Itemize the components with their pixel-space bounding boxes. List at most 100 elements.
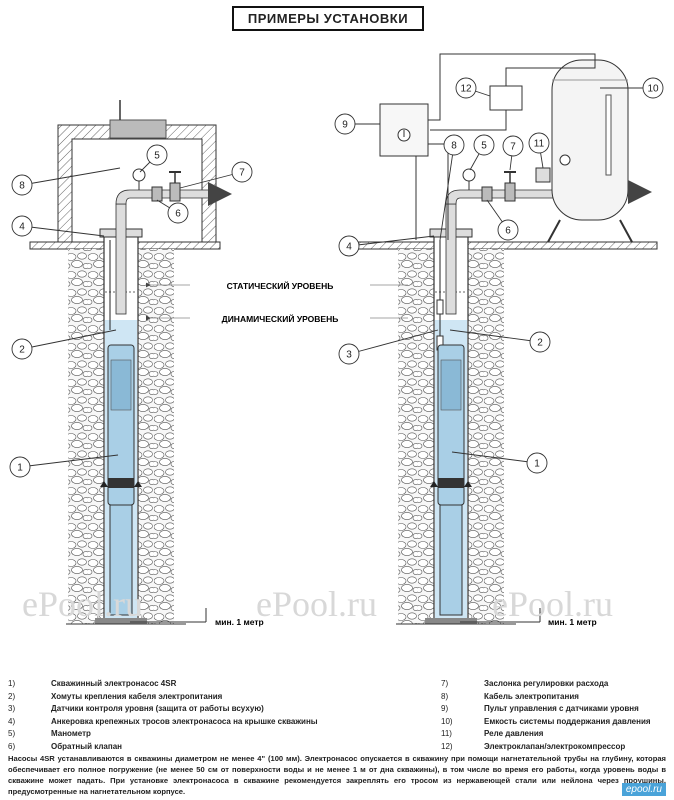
legend-number: 6) [8, 741, 16, 751]
legend-item: 11) Реле давления [441, 728, 651, 741]
callout-leader [21, 167, 121, 186]
legend-number: 10) [441, 716, 453, 726]
roof-hatch [109, 119, 167, 139]
legend-number: 12) [441, 741, 453, 751]
callout-number: 6 [505, 226, 511, 237]
callout-circle [642, 77, 664, 99]
legend-item: 2)Хомуты крепления кабеля электропитания [8, 691, 318, 704]
callout-circle [497, 219, 519, 241]
callout-circle [502, 135, 524, 157]
legend-text: Анкеровка крепежных тросов электронасоса… [51, 716, 318, 726]
callout-leader [449, 329, 541, 343]
legend-number: 8) [441, 691, 449, 701]
legend-text: Реле давления [484, 729, 544, 739]
installation-note: Насосы 4SR устанавливаются в скважины ди… [8, 754, 666, 796]
manometer-right [462, 168, 476, 182]
legend-text: Манометр [51, 729, 91, 739]
legend-item: 9)Пульт управления с датчиками уровня [441, 703, 651, 716]
manometer-left [132, 168, 146, 182]
gate-valve-left [169, 182, 181, 202]
left-installation [29, 100, 232, 625]
legend-text: Датчики контроля уровня (защита от работ… [51, 704, 264, 714]
legend-number: 7) [441, 679, 449, 688]
legend-text: Электроклапан/электрокомпрессор [484, 741, 626, 751]
legend-number: 2) [8, 691, 16, 701]
legend-text: Пульт управления с датчиками уровня [484, 704, 639, 714]
callout-circle [11, 174, 33, 196]
callout-number: 7 [510, 142, 516, 153]
check-valve-right [481, 186, 493, 202]
gravel-left-2 [398, 249, 434, 624]
callout-number: 10 [647, 84, 659, 95]
legend-item: 12) Электроклапан/электрокомпрессор [441, 741, 651, 754]
callout-circle [231, 161, 253, 183]
solenoid-valve [489, 85, 523, 111]
callout-number: 6 [175, 209, 181, 220]
gravel-left [68, 249, 104, 624]
callout-number: 9 [342, 120, 348, 131]
level-lines [146, 282, 408, 321]
legend-text: Скважинный электронасос 4SR [51, 679, 177, 688]
callout-leader [21, 225, 105, 237]
legend-number: 3) [8, 704, 16, 714]
callout-number: 11 [534, 139, 545, 150]
legend-item: 1) Скважинный электронасос 4SR [8, 678, 318, 691]
level-sensor-upper [436, 299, 444, 315]
callout-circle [11, 338, 33, 360]
callout-leader [21, 329, 117, 350]
callout-number: 1 [17, 463, 23, 474]
legend-number: 4) [8, 716, 16, 726]
callout-number: 7 [239, 168, 245, 179]
legend-text: Емкость системы поддержания давления [484, 716, 651, 726]
static-level-label: СТАТИЧЕСКИЙ УРОВЕНЬ [227, 280, 334, 291]
legend-text: Обратный клапан [51, 741, 122, 751]
callout-number: 3 [346, 350, 352, 361]
callout-leader [348, 329, 439, 355]
dynamic-level-label: ДИНАМИЧЕСКИЙ УРОВЕНЬ [222, 313, 339, 324]
callout-number: 4 [19, 222, 25, 233]
gate-valve-right [504, 182, 516, 202]
ground-surface-right [351, 241, 658, 250]
legend-item: 4) Анкеровка крепежных тросов электронасо… [8, 716, 318, 729]
min-depth-label-right: мин. 1 метр [548, 617, 597, 627]
check-valve-left [151, 186, 163, 202]
legend-number: 1) [8, 679, 16, 688]
legend-text: Заслонка регулировки расхода [484, 679, 609, 688]
callout-circle [9, 456, 31, 478]
callout-circle [338, 343, 360, 365]
callout-number: 5 [154, 151, 160, 162]
legend-item: 3) Датчики контроля уровня (защита от раб… [8, 703, 318, 716]
page-title: ПРИМЕРЫ УСТАНОВКИ [232, 6, 424, 31]
callout-circle [455, 77, 477, 99]
callout-circle [338, 235, 360, 257]
installation-diagram: СТАТИЧЕСКИЙ УРОВЕНЬ ДИНАМИЧЕСКИЙ УРОВЕНЬ… [9, 53, 664, 627]
gravel-right-2 [468, 249, 504, 624]
callout-circle [473, 134, 495, 156]
callout-circle [167, 202, 189, 224]
min-depth-label-left: мин. 1 метр [215, 617, 264, 627]
callout-number: 2 [537, 338, 543, 349]
legend-item: 6) Обратный клапан [8, 741, 318, 754]
site-logo: epool.ru [621, 783, 666, 796]
pressure-switch [535, 167, 551, 183]
callout-circle [146, 144, 168, 166]
callout-leader [451, 451, 538, 464]
pressure-tank [551, 59, 629, 221]
callout-leader [19, 454, 119, 468]
legend-number: 11) [441, 729, 452, 739]
callout-circle [11, 215, 33, 237]
callout-number: 2 [19, 345, 25, 356]
callout-number: 4 [346, 242, 352, 253]
callout-number: 12 [460, 84, 472, 95]
callout-circle [528, 132, 550, 154]
legend-item: 7) Заслонка регулировки расхода [441, 678, 651, 691]
gravel-right [138, 249, 174, 624]
callout-leader [348, 235, 435, 247]
callout-number: 8 [451, 141, 457, 152]
callout-number: 1 [534, 459, 540, 470]
legend-item: 5)Манометр [8, 728, 318, 741]
callout-circle [529, 331, 551, 353]
callout-circle [334, 113, 356, 135]
